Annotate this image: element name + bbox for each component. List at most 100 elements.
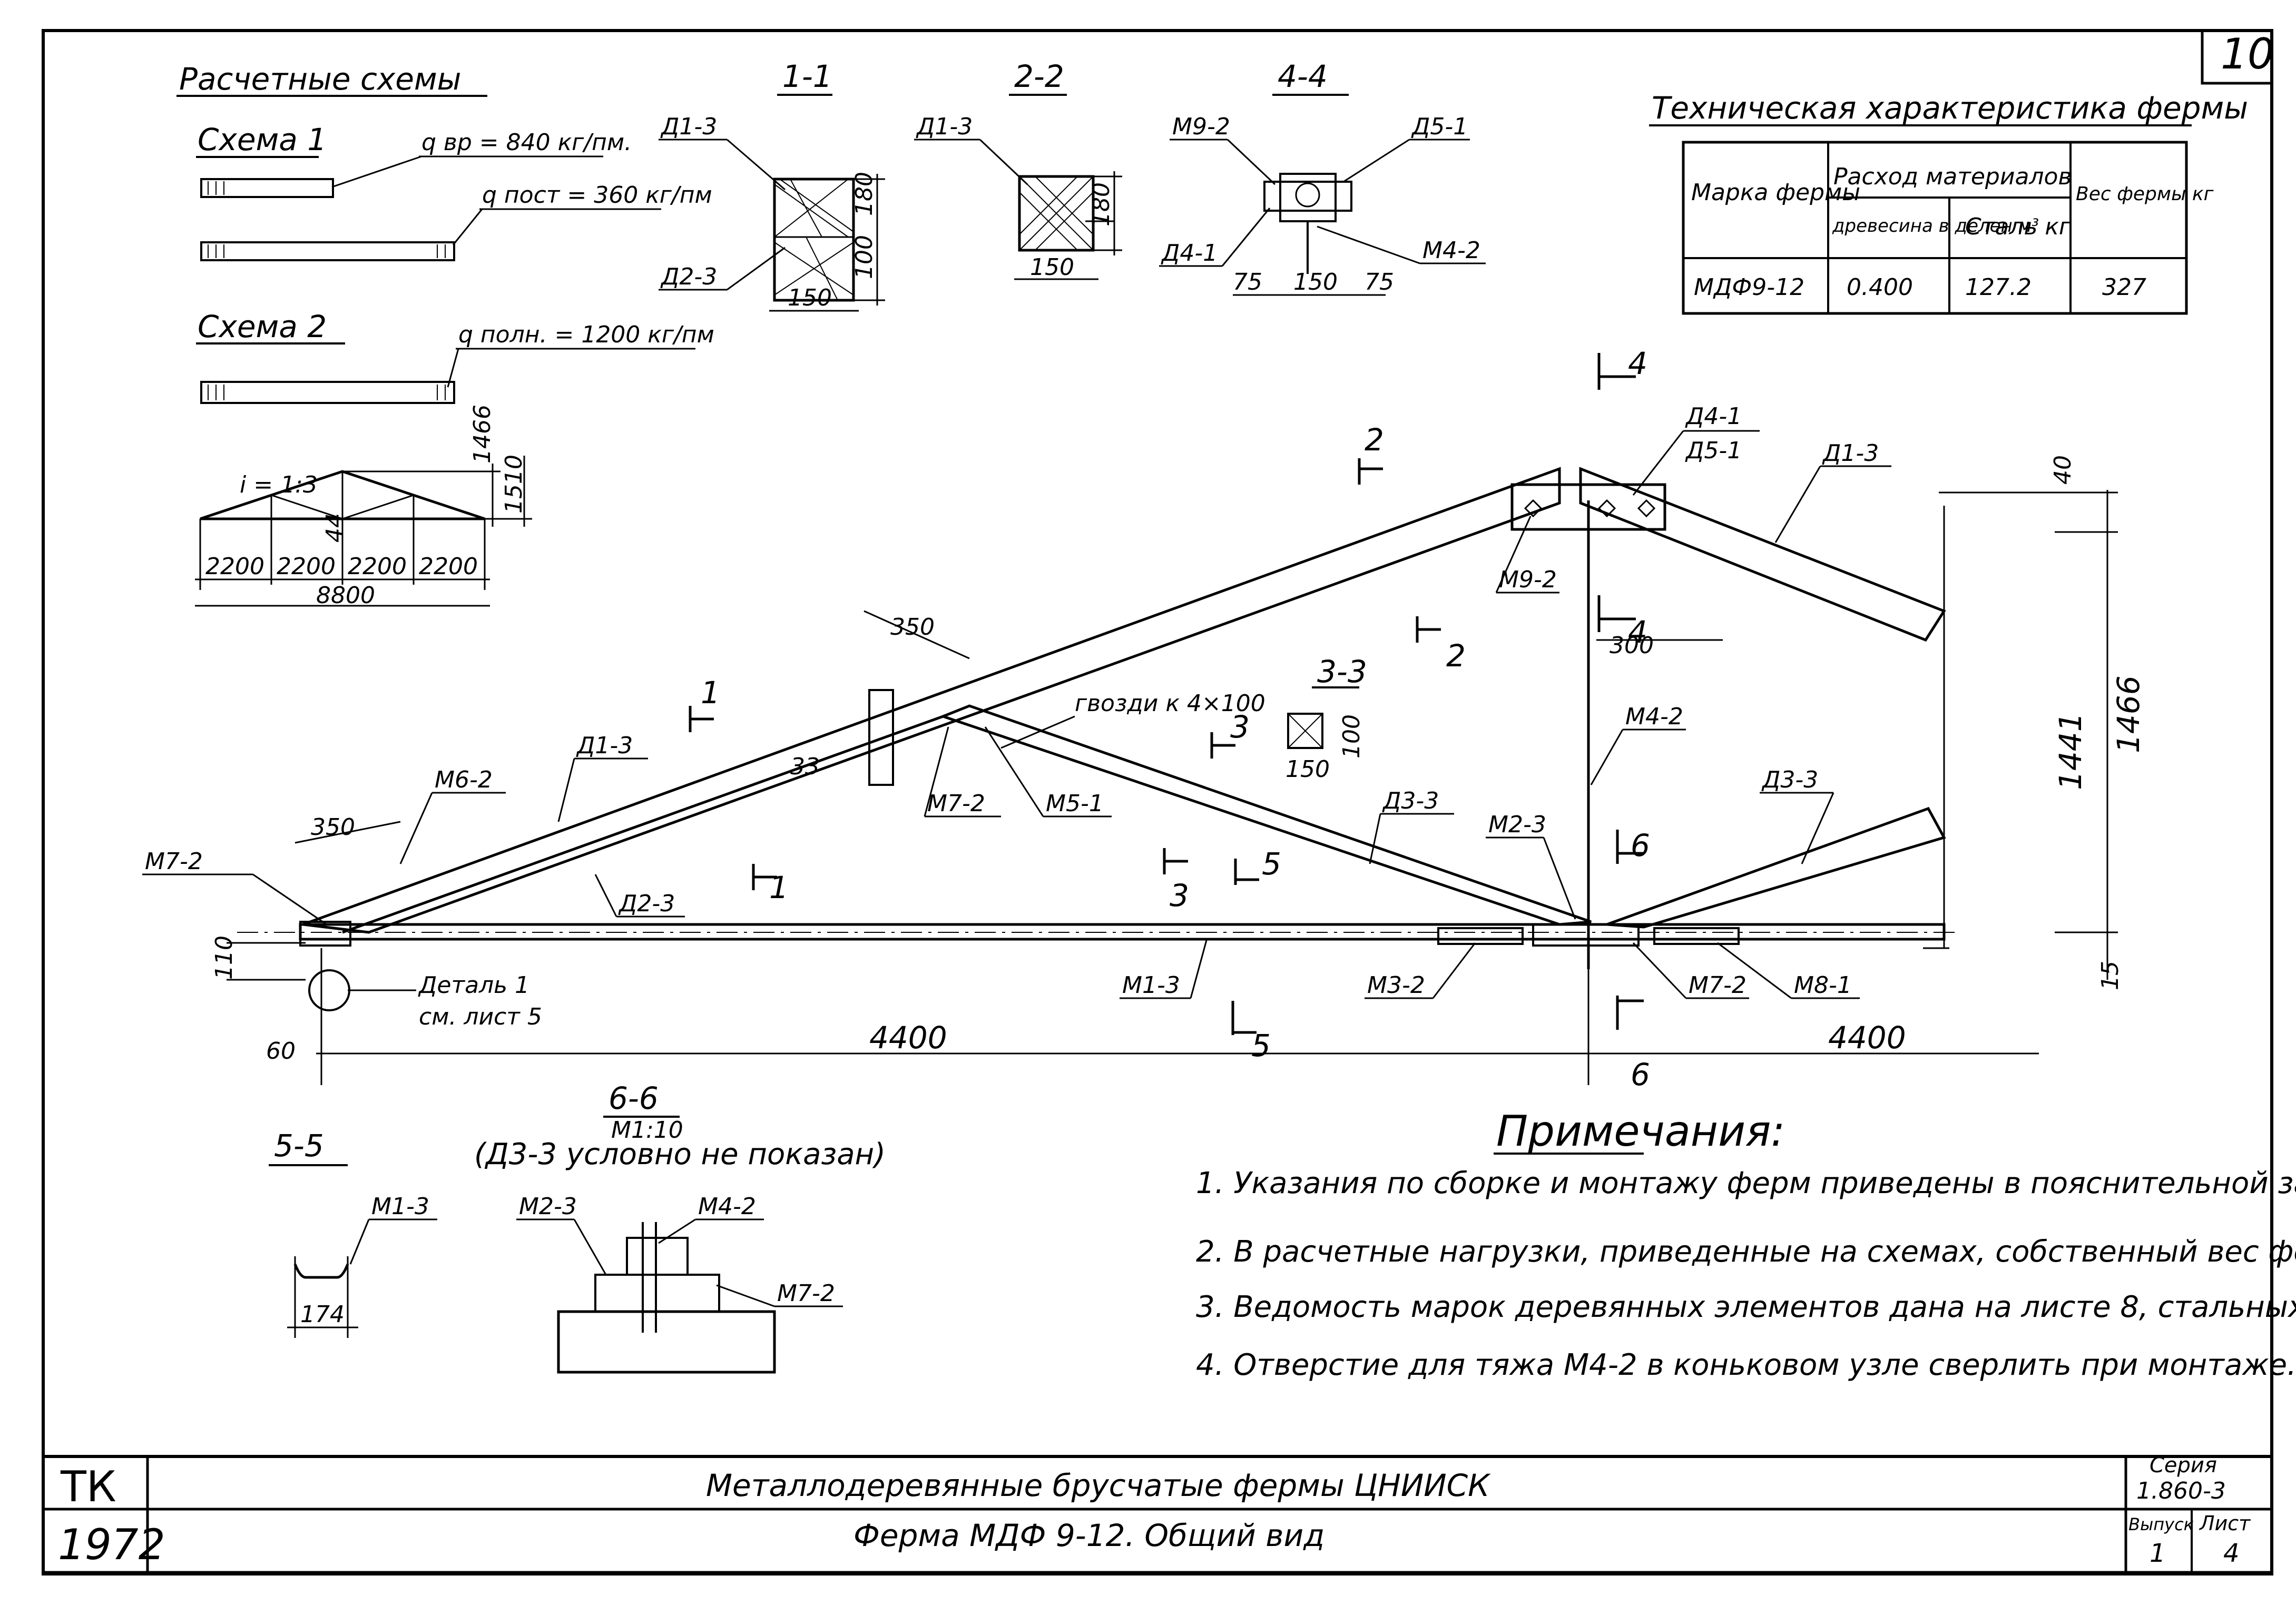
- section-4-4-d1: 75: [1233, 269, 1262, 296]
- left-top-chord: [302, 467, 1561, 934]
- scheme1-beam1: [200, 178, 334, 198]
- span-3: 2200: [348, 553, 407, 580]
- cut-3-top: 3: [1230, 709, 1250, 745]
- section-1-1-bottom: Д2-3: [660, 263, 717, 290]
- dim-15: 15: [2097, 961, 2124, 990]
- section-3-3-d1: 100: [1338, 714, 1365, 759]
- section-3-3-title: 3-3: [1317, 654, 1367, 690]
- note-4: 4. Отверстие для тяжа М4-2 в коньковом у…: [1196, 1348, 2296, 1382]
- label-m72-left: М7-2: [145, 848, 203, 875]
- cut-2-bottom: 2: [1446, 638, 1466, 674]
- section-2-2: 2-2 Д1-3 180 150: [914, 58, 1122, 281]
- sheet-frame: [42, 29, 2273, 1576]
- dim-110: 110: [211, 936, 238, 980]
- calc-schemes: Расчетные схемы Схема 1 q вр = 840 кг/пм…: [176, 61, 714, 404]
- section-1-1-d1: 180: [851, 172, 878, 216]
- cut-3-bottom: 3: [1170, 878, 1189, 913]
- label-m72-right: М7-2: [1689, 972, 1746, 999]
- cut-2-top: 2: [1365, 422, 1384, 458]
- scheme1-label: Схема 1: [198, 122, 327, 157]
- bottom-node-plate-mid: [1532, 923, 1640, 947]
- dim-44-scheme: 44: [321, 513, 348, 543]
- cut-6-top: 6: [1631, 828, 1650, 863]
- label-m13: М1-3: [1122, 972, 1180, 999]
- tech-col4: Вес фермы кг: [2076, 183, 2214, 205]
- dim-40: 40: [2049, 455, 2076, 485]
- section-6-6: 6-6 М1:10 (Д3-3 условно не показан) М2-3…: [474, 1080, 886, 1374]
- note-1: 1. Указания по сборке и монтажу ферм при…: [1196, 1166, 2296, 1200]
- section-5-5-label: М1-3: [371, 1193, 429, 1220]
- scheme1-load1: q вр = 840 кг/пм.: [421, 129, 632, 156]
- title-main: Металлодеревянные брусчатые фермы ЦНИИСК: [706, 1468, 1491, 1503]
- label-detail1: Деталь 1: [418, 972, 529, 999]
- left-support: [299, 921, 351, 947]
- section-4-4-l1: М9-2: [1172, 113, 1230, 140]
- section-4-4-l4: М4-2: [1422, 237, 1480, 264]
- section-2-2-width: 150: [1030, 254, 1074, 281]
- schemes-title: Расчетные схемы: [179, 61, 461, 97]
- label-d13-right: Д1-3: [1822, 440, 1879, 467]
- cut-1-bottom: 1: [769, 870, 789, 905]
- span-2: 2200: [277, 553, 336, 580]
- tech-table-title: Техническая характеристика фермы: [1652, 90, 2248, 126]
- sheet-label: Лист: [2199, 1512, 2251, 1535]
- cut-1-top: 1: [701, 675, 720, 711]
- scheme1-beam2: [200, 241, 455, 261]
- geometry-scheme: i = 1:3 1466 1510 44 2200 2200 2200 2200…: [195, 405, 532, 609]
- section-4-4-l3: Д4-1: [1161, 240, 1218, 267]
- dim-1466-scheme: 1466: [469, 405, 496, 464]
- tech-row-wood: 0.400: [1847, 274, 1913, 301]
- section-3-3-d2: 150: [1286, 756, 1330, 783]
- bottom-node-plate-left: [1437, 927, 1524, 945]
- label-m32: М3-2: [1367, 972, 1425, 999]
- truss-labels: М7-2 М6-2 Д1-3 Д2-3 М7-2 М5-1 гвозди к 4…: [142, 403, 1891, 1030]
- dim-span-right: 4400: [1828, 1020, 1906, 1056]
- label-d33-right: Д3-3: [1761, 766, 1818, 793]
- tech-col3: Сталь кг: [1965, 213, 2072, 240]
- ridge-plate: [1510, 483, 1666, 531]
- slope-label: i = 1:3: [240, 471, 318, 498]
- label-d41: Д4-1: [1685, 403, 1742, 430]
- right-diagonal: [1606, 806, 1946, 929]
- section-6-6-note: (Д3-3 условно не показан): [474, 1137, 886, 1171]
- dim-33: 33: [790, 753, 820, 780]
- section-2-2-height: 180: [1088, 182, 1115, 227]
- section-6-6-scale: М1:10: [611, 1117, 683, 1144]
- section-4-4: 4-4 М9-2 Д5-1 Д4-1 М4-2 75 150 75: [1159, 58, 1486, 296]
- cut-5-top: 5: [1262, 846, 1281, 882]
- section-6-6-l3: М7-2: [777, 1280, 835, 1307]
- notes: Примечания: 1. Указания по сборке и монт…: [1196, 1107, 2296, 1382]
- label-m81: М8-1: [1794, 972, 1852, 999]
- section-4-4-d3: 75: [1365, 269, 1394, 296]
- sheet-number-box: [2201, 29, 2273, 85]
- section-6-6-title: 6-6: [609, 1080, 659, 1116]
- tech-col-group: Расход материалов: [1833, 163, 2072, 190]
- title-block: ТК 1972 Металлодеревянные брусчатые ферм…: [43, 1453, 2272, 1574]
- label-m92: М9-2: [1499, 566, 1557, 593]
- span-total: 8800: [316, 582, 375, 609]
- dim-350-left: 350: [311, 814, 355, 841]
- issue-value: 1: [2150, 1539, 2166, 1568]
- scheme2-load: q полн. = 1200 кг/пм: [458, 321, 714, 348]
- label-m62: М6-2: [435, 766, 493, 793]
- label-m42: М4-2: [1625, 703, 1683, 730]
- section-cuts: 1 1 2 2 3 3 4 4 5 5 6 6: [689, 346, 1650, 1092]
- dim-60: 60: [266, 1038, 296, 1065]
- scheme2-beam: [200, 381, 455, 404]
- tech-row-weight: 327: [2102, 274, 2146, 301]
- notes-title: Примечания:: [1496, 1107, 1785, 1156]
- label-m51: М5-1: [1046, 790, 1104, 817]
- scheme1-load2: q пост = 360 кг/пм: [482, 182, 712, 209]
- label-d23: Д2-3: [618, 890, 675, 917]
- label-d13-left: Д1-3: [576, 732, 633, 759]
- section-1-1-title: 1-1: [782, 58, 832, 94]
- cut-6-bottom: 6: [1631, 1057, 1650, 1092]
- sheet-value: 4: [2223, 1539, 2240, 1568]
- section-1-1-top: Д1-3: [660, 113, 717, 140]
- bottom-node-plate-right: [1653, 927, 1740, 945]
- label-nails: гвозди к 4×100: [1075, 690, 1265, 717]
- section-6-6-l2: М4-2: [698, 1193, 756, 1220]
- section-4-4-d2: 150: [1293, 269, 1338, 296]
- title-org: ТК: [60, 1462, 116, 1511]
